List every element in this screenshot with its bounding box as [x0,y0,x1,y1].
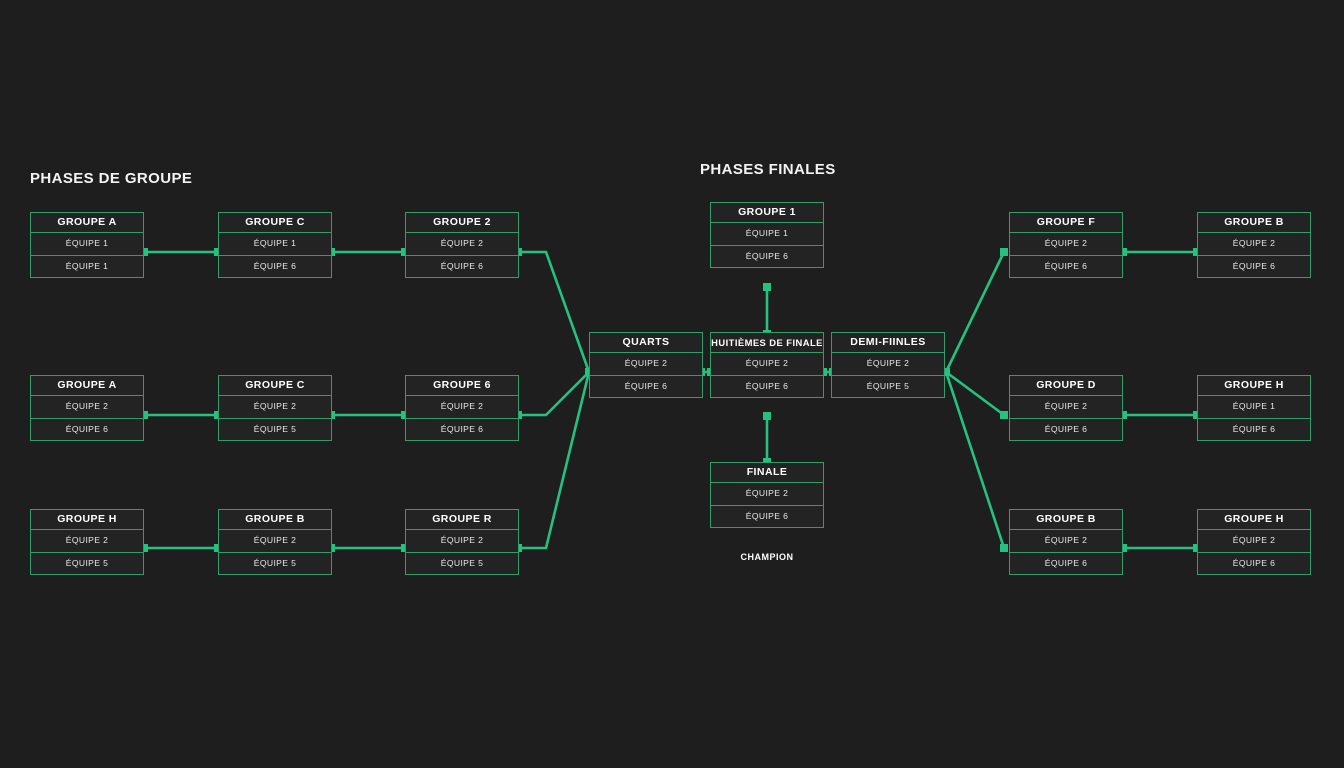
group-header: GROUPE 6 [406,376,518,396]
group-box-left-r1c1[interactable]: GROUPE A ÉQUIPE 1 ÉQUIPE 1 [30,212,144,278]
group-box-right-r2c1[interactable]: GROUPE D ÉQUIPE 2 ÉQUIPE 6 [1009,375,1123,441]
team-slot-2[interactable]: ÉQUIPE 6 [1198,418,1310,440]
team-slot-1[interactable]: ÉQUIPE 2 [745,358,789,368]
team-slot-2[interactable]: ÉQUIPE 6 [1010,255,1122,277]
group-header: GROUPE C [219,213,331,233]
group-box-left-r3c2[interactable]: GROUPE B ÉQUIPE 2 ÉQUIPE 5 [218,509,332,575]
group-header: GROUPE H [1198,510,1310,530]
team-slot-1[interactable]: ÉQUIPE 2 [65,535,109,545]
team-slot-1[interactable]: ÉQUIPE 2 [440,535,484,545]
team-slot-1[interactable]: ÉQUIPE 2 [1044,535,1088,545]
team-slot-2[interactable]: ÉQUIPE 5 [219,418,331,440]
team-slot-1[interactable]: ÉQUIPE 2 [624,358,668,368]
team-slot-2[interactable]: ÉQUIPE 6 [711,375,823,397]
team-slot-1[interactable]: ÉQUIPE 2 [253,401,297,411]
team-slot-1[interactable]: ÉQUIPE 2 [745,488,789,498]
team-slot-1[interactable]: ÉQUIPE 2 [253,535,297,545]
team-slot-1[interactable]: ÉQUIPE 1 [253,238,297,248]
team-slot-2[interactable]: ÉQUIPE 6 [1010,552,1122,574]
group-box-left-r2c2[interactable]: GROUPE C ÉQUIPE 2 ÉQUIPE 5 [218,375,332,441]
team-slot-2[interactable]: ÉQUIPE 1 [31,255,143,277]
team-slot-1[interactable]: ÉQUIPE 2 [1044,401,1088,411]
group-box-left-r2c1[interactable]: GROUPE A ÉQUIPE 2 ÉQUIPE 6 [30,375,144,441]
group-box-left-r1c3[interactable]: GROUPE 2 ÉQUIPE 2 ÉQUIPE 6 [405,212,519,278]
team-slot-2[interactable]: ÉQUIPE 6 [1198,255,1310,277]
team-slot-2[interactable]: ÉQUIPE 5 [832,375,944,397]
group-header: GROUPE H [1198,376,1310,396]
round-header: QUARTS [590,333,702,353]
team-slot-1[interactable]: ÉQUIPE 1 [65,238,109,248]
center-box-huitiemes[interactable]: HUITIÈMES DE FINALE ÉQUIPE 2 ÉQUIPE 6 [710,332,824,398]
team-slot-2[interactable]: ÉQUIPE 6 [406,255,518,277]
group-header: GROUPE B [1198,213,1310,233]
group-header: GROUPE 2 [406,213,518,233]
group-header: GROUPE A [31,376,143,396]
finals-stage-title: PHASES FINALES [700,161,836,178]
center-box-quarts[interactable]: QUARTS ÉQUIPE 2 ÉQUIPE 6 [589,332,703,398]
group-header: GROUPE D [1010,376,1122,396]
group-header: GROUPE F [1010,213,1122,233]
group-box-right-r2c2[interactable]: GROUPE H ÉQUIPE 1 ÉQUIPE 6 [1197,375,1311,441]
team-slot-2[interactable]: ÉQUIPE 6 [1198,552,1310,574]
group-header: GROUPE B [219,510,331,530]
team-slot-2[interactable]: ÉQUIPE 6 [590,375,702,397]
center-box-demi-finales[interactable]: DEMI-FIINLES ÉQUIPE 2 ÉQUIPE 5 [831,332,945,398]
group-stage-title: PHASES DE GROUPE [30,170,193,187]
team-slot-2[interactable]: ÉQUIPE 5 [406,552,518,574]
group-box-right-r3c1[interactable]: GROUPE B ÉQUIPE 2 ÉQUIPE 6 [1009,509,1123,575]
team-slot-1[interactable]: ÉQUIPE 2 [866,358,910,368]
team-slot-1[interactable]: ÉQUIPE 2 [440,401,484,411]
group-box-right-r1c2[interactable]: GROUPE B ÉQUIPE 2 ÉQUIPE 6 [1197,212,1311,278]
group-header: GROUPE 1 [711,203,823,223]
team-slot-2[interactable]: ÉQUIPE 6 [711,505,823,527]
team-slot-1[interactable]: ÉQUIPE 2 [440,238,484,248]
group-header: GROUPE R [406,510,518,530]
group-header: GROUPE C [219,376,331,396]
group-box-right-r1c1[interactable]: GROUPE F ÉQUIPE 2 ÉQUIPE 6 [1009,212,1123,278]
team-slot-1[interactable]: ÉQUIPE 1 [745,228,789,238]
champion-label: CHAMPION [740,552,794,562]
team-slot-2[interactable]: ÉQUIPE 6 [1010,418,1122,440]
team-slot-1[interactable]: ÉQUIPE 1 [1232,401,1276,411]
round-header: HUITIÈMES DE FINALE [711,333,823,353]
group-header: GROUPE A [31,213,143,233]
group-box-left-r1c2[interactable]: GROUPE C ÉQUIPE 1 ÉQUIPE 6 [218,212,332,278]
team-slot-2[interactable]: ÉQUIPE 5 [31,552,143,574]
round-header: FINALE [711,463,823,483]
group-box-left-r2c3[interactable]: GROUPE 6 ÉQUIPE 2 ÉQUIPE 6 [405,375,519,441]
group-header: GROUPE H [31,510,143,530]
team-slot-2[interactable]: ÉQUIPE 6 [219,255,331,277]
team-slot-1[interactable]: ÉQUIPE 2 [65,401,109,411]
center-box-groupe-1[interactable]: GROUPE 1 ÉQUIPE 1 ÉQUIPE 6 [710,202,824,268]
group-header: GROUPE B [1010,510,1122,530]
group-box-left-r3c3[interactable]: GROUPE R ÉQUIPE 2 ÉQUIPE 5 [405,509,519,575]
round-header: DEMI-FIINLES [832,333,944,353]
center-box-finale[interactable]: FINALE ÉQUIPE 2 ÉQUIPE 6 [710,462,824,528]
team-slot-1[interactable]: ÉQUIPE 2 [1232,535,1276,545]
team-slot-2[interactable]: ÉQUIPE 5 [219,552,331,574]
team-slot-2[interactable]: ÉQUIPE 6 [406,418,518,440]
group-box-right-r3c2[interactable]: GROUPE H ÉQUIPE 2 ÉQUIPE 6 [1197,509,1311,575]
team-slot-2[interactable]: ÉQUIPE 6 [711,245,823,267]
team-slot-1[interactable]: ÉQUIPE 2 [1232,238,1276,248]
group-box-left-r3c1[interactable]: GROUPE H ÉQUIPE 2 ÉQUIPE 5 [30,509,144,575]
team-slot-2[interactable]: ÉQUIPE 6 [31,418,143,440]
team-slot-1[interactable]: ÉQUIPE 2 [1044,238,1088,248]
